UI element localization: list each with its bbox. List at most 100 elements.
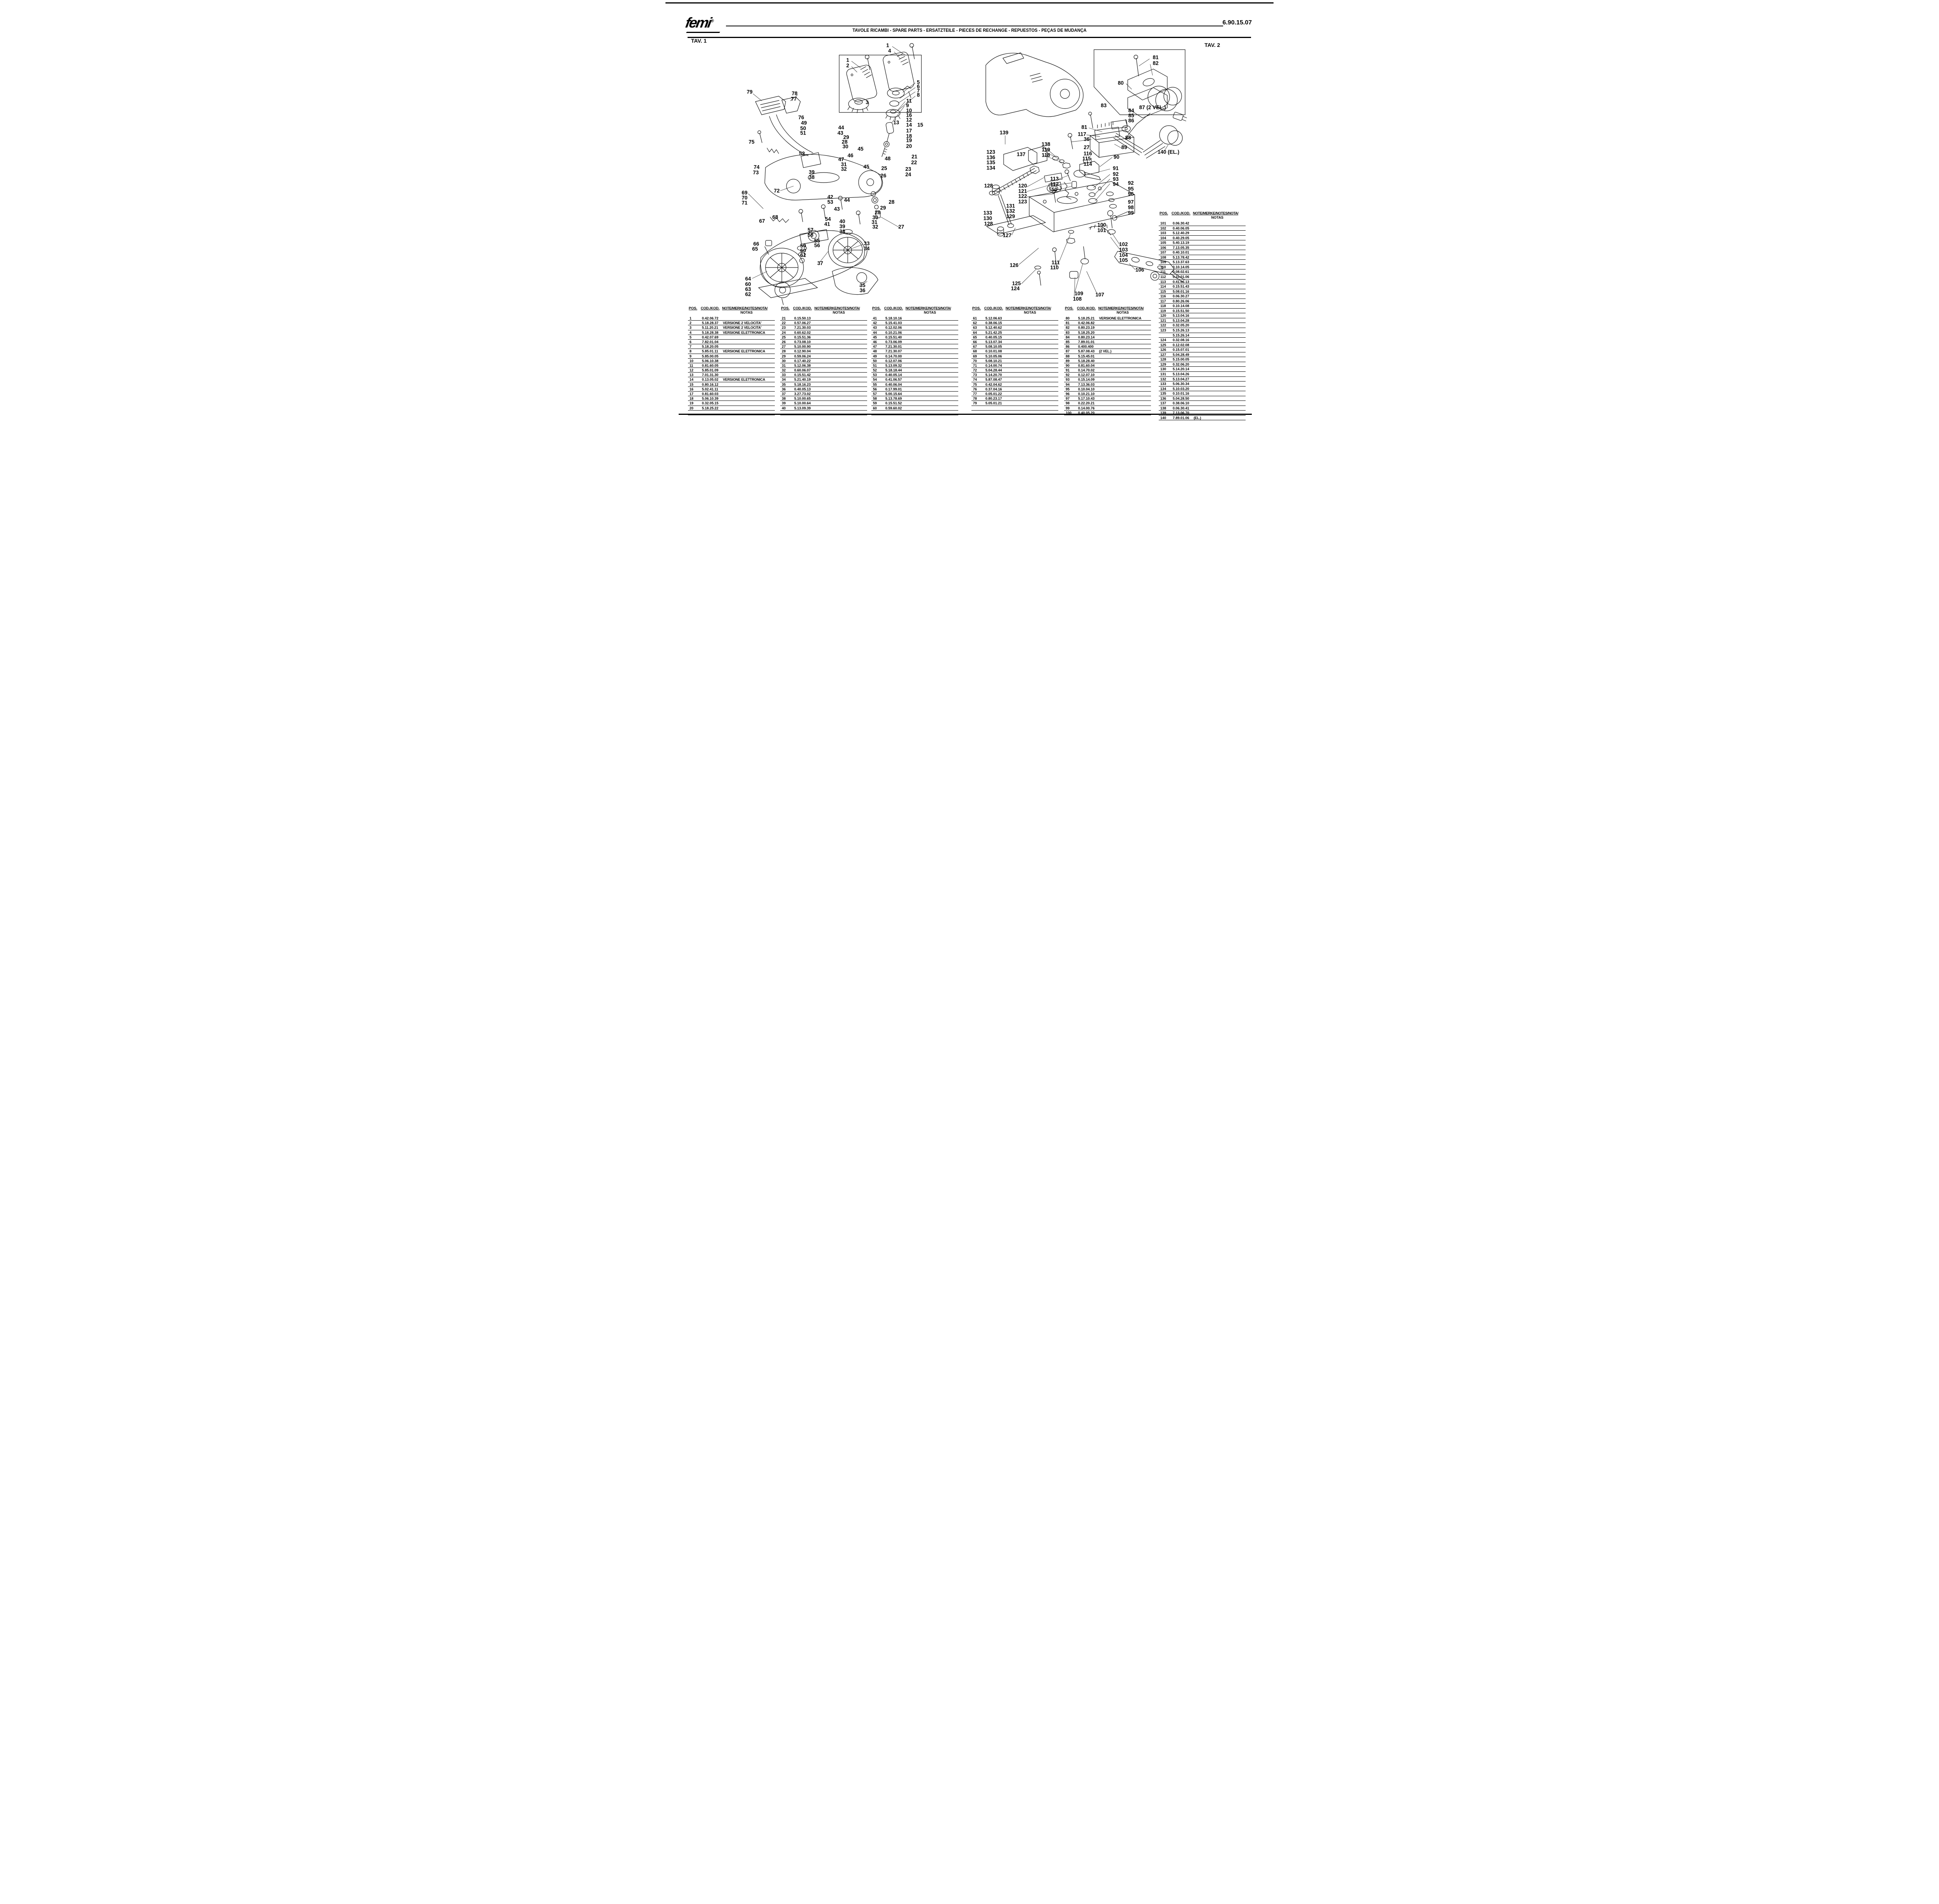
cell-pos: 39 [782, 401, 786, 406]
cell-pos: 31 [782, 363, 786, 368]
tav2-art [985, 49, 1187, 297]
cell-cod: 0.42.06.72 [702, 316, 719, 320]
cell-cod: 5.18.25.22 [702, 406, 719, 410]
col-header-pos: POS. [1160, 211, 1168, 215]
cell-pos: 24 [782, 330, 786, 335]
col-header-note: NOTE/MERKE/NOTES/NOTA/ [906, 306, 951, 310]
cell-pos: 50 [873, 359, 877, 363]
callout-label: 121 [1018, 188, 1027, 194]
cell-cod: 5.05.01.21 [985, 401, 1002, 406]
callout-label: 135 [986, 159, 995, 166]
col-header-note: NOTE/MERKE/NOTES/NOTA/ [722, 306, 768, 310]
cell-pos: 5 [690, 335, 692, 339]
cell-pos: 95 [1066, 387, 1070, 391]
callout-label: 53 [827, 199, 833, 205]
cell-pos: 41 [873, 316, 877, 320]
cell-cod: 0.15.51.52 [885, 401, 902, 406]
cell-pos: 96 [1066, 392, 1070, 396]
cell-note: VERSIONE ELETTRONICA [723, 378, 766, 382]
callout-label: 27 [898, 224, 904, 230]
table-row [971, 406, 1058, 411]
cell-pos: 15 [690, 382, 694, 387]
cell-pos: 113 [1160, 280, 1166, 284]
cell-cod: 0.10.21.06 [885, 330, 902, 335]
cell-pos: 74 [973, 378, 977, 382]
cell-cod: 7.21.30.07 [885, 349, 902, 354]
callout-label: 122 [1018, 193, 1027, 199]
col-header-notas: NOTAS [833, 311, 845, 314]
cell-pos: 115 [1160, 289, 1166, 293]
cell-pos: 127 [1160, 352, 1167, 357]
cell-pos: 48 [873, 349, 877, 354]
cell-cod: 5.02.41.11 [702, 387, 719, 391]
callout-label: 138 [1041, 141, 1051, 147]
callout-label: 13 [893, 119, 899, 126]
cell-pos: 137 [1160, 401, 1167, 406]
cell-cod: 7.13.36.03 [1078, 382, 1095, 387]
cell-pos: 33 [782, 373, 786, 377]
callout-label: 105 [1119, 257, 1128, 263]
cell-pos: 130 [1160, 367, 1167, 371]
cell-cod: 0.40.06.05 [1173, 226, 1189, 230]
cell-pos: 55 [873, 382, 877, 387]
col-header-note: NOTE/MERKE/NOTES/NOTA/ [1006, 306, 1051, 310]
callout-label: 84 [1128, 107, 1134, 114]
col-header-pos: POS. [689, 306, 697, 310]
cell-pos: 123 [1160, 328, 1167, 333]
cell-pos: 17 [690, 392, 694, 396]
cell-pos: 2 [690, 321, 692, 325]
callout-label: 39 [809, 169, 815, 175]
cell-pos: 97 [1066, 397, 1070, 401]
callout-label: 133 [983, 210, 992, 216]
cell-cod: 0.10.01.08 [985, 349, 1002, 354]
cell-pos: 100 [1066, 411, 1072, 415]
callout-label: 66 [753, 241, 759, 247]
callout-label: 29 [880, 205, 886, 211]
col-header-pos: POS. [1065, 306, 1073, 310]
cell-pos: 22 [782, 321, 786, 325]
callout-label: 123 [1018, 199, 1027, 205]
cell-pos: 20 [690, 406, 694, 410]
cell-pos: 86 [1066, 345, 1070, 349]
callout-label: 54 [825, 216, 831, 222]
callout-label: 116 [1084, 150, 1092, 157]
callout-label: 136 [986, 154, 995, 161]
cell-pos: 92 [1066, 373, 1070, 377]
callout-label: 5 [917, 79, 920, 85]
cell-note: (2 VEL.) [1099, 349, 1111, 354]
callout-label: 112 [1050, 181, 1059, 187]
cell-note: VERSIONE ELETTRONICA [723, 330, 766, 335]
callout-label: 26 [880, 173, 887, 179]
header-rule-bold [688, 37, 1251, 38]
cell-pos: 65 [973, 335, 977, 339]
col-header-notas: NOTAS [1116, 311, 1129, 314]
callout-label: 37 [817, 260, 823, 266]
callout-label: 72 [774, 188, 780, 194]
cell-pos: 29 [782, 354, 786, 358]
col-header-note: NOTE/MERKE/NOTES/NOTA/ [1098, 306, 1144, 310]
col-header-cod: COD./KOD. [701, 306, 720, 310]
cell-cod: 7.89.01.06 [1173, 416, 1189, 420]
